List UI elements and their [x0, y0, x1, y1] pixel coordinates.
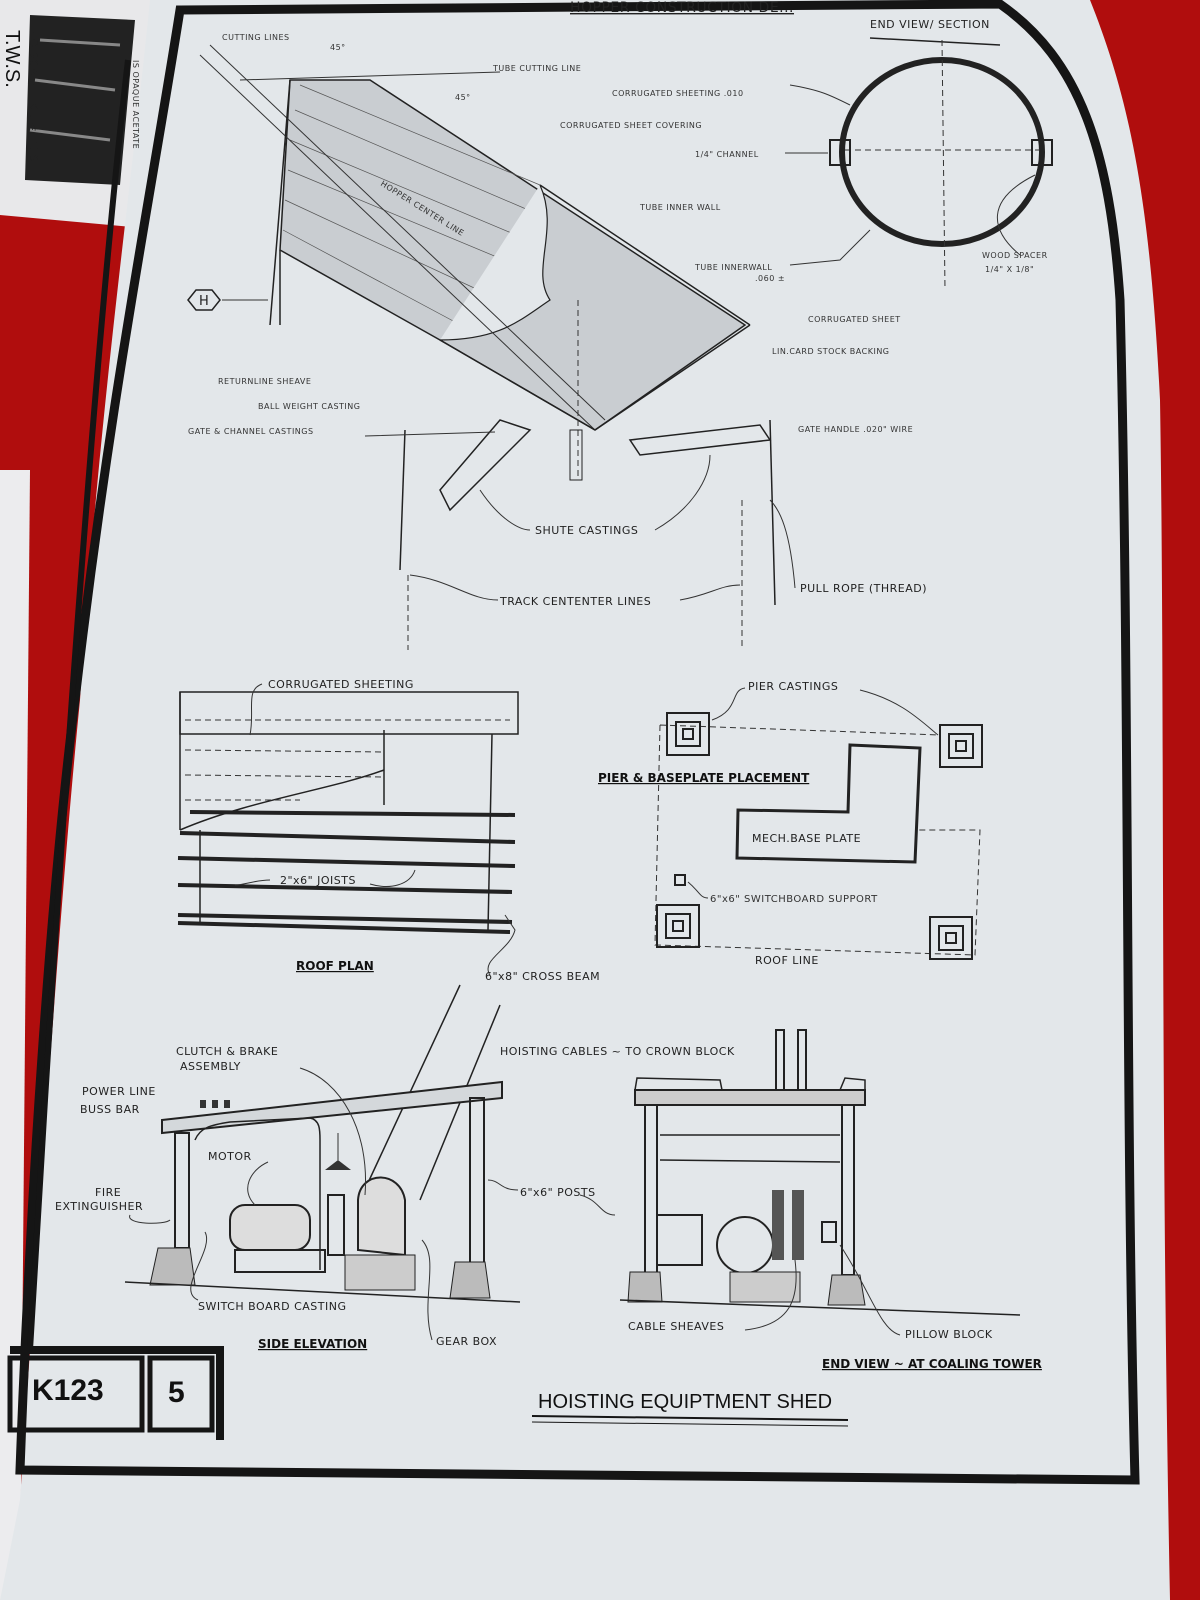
roof-plan-title: ROOF PLAN — [296, 959, 374, 973]
end-view-wood-spacer: WOOD SPACER — [982, 251, 1048, 260]
side-switchboard-casting: SWITCH BOARD CASTING — [198, 1300, 346, 1313]
side-hoisting-cables: HOISTING CABLES ~ TO CROWN BLOCK — [500, 1045, 735, 1058]
label-pull-rope: PULL ROPE (THREAD) — [800, 582, 927, 595]
sheet-border — [15, 0, 1140, 1485]
placement-switchboard-support: 6"x6" SWITCHBOARD SUPPORT — [710, 894, 878, 905]
hopper-drawing: H — [187, 44, 776, 650]
placement-roof-line: ROOF LINE — [755, 954, 819, 967]
side-elevation: CLUTCH & BRAKE ASSEMBLY POWER LINE BUSS … — [55, 984, 735, 1351]
coaling-end-view-title: END VIEW ~ AT COALING TOWER — [822, 1357, 1042, 1371]
label-track-center-lines: TRACK CENTENTER LINES — [499, 595, 651, 608]
page-number: 5 — [168, 1376, 185, 1409]
paper-sheet — [0, 0, 1170, 1600]
label-angle-top: 45° — [330, 43, 346, 52]
coaling-end-view: CABLE SHEAVES PILLOW BLOCK END VIEW ~ AT… — [619, 1029, 1042, 1371]
end-view-section: END VIEW/ SECTION CORRUGATED SHEETING .0… — [612, 18, 1053, 291]
placement-mech-base-plate: MECH.BASE PLATE — [752, 832, 861, 845]
title-block: K123 5 HOISTING EQUIPTMENT SHED — [7, 1346, 849, 1440]
back-sheet-photo — [25, 15, 135, 185]
coaling-cable-sheaves: CABLE SHEAVES — [628, 1320, 724, 1333]
placement-pier-castings: PIER CASTINGS — [748, 680, 838, 693]
end-view-title: END VIEW/ SECTION — [870, 18, 990, 31]
side-fire: FIRE — [95, 1186, 121, 1199]
header-partial-title: HOPPER CONSTRUCTION DE... — [570, 0, 794, 16]
label-return-line-sheave: RETURNLINE SHEAVE — [218, 377, 311, 386]
roof-plan: CORRUGATED SHEETING 2"x6" JOISTS 6"x8" C… — [177, 678, 600, 983]
side-clutch-brake-assembly: ASSEMBLY — [180, 1060, 241, 1073]
label-cutting-lines: CUTTING LINES — [222, 33, 290, 42]
side-buss-bar: BUSS BAR — [80, 1103, 140, 1116]
end-view-tube-inner-wall-dim: .060 ± — [755, 274, 785, 283]
roof-plan-corrugated-sheeting: CORRUGATED SHEETING — [268, 678, 414, 691]
side-gear-box: GEAR BOX — [436, 1335, 497, 1348]
label-tube-inner-wall: TUBE INNER WALL — [639, 203, 721, 212]
roof-plan-joists: 2"x6" JOISTS — [280, 874, 356, 887]
side-posts: 6"x6" POSTS — [520, 1186, 596, 1199]
kit-number: K123 — [32, 1374, 104, 1407]
back-sheet-partial-text: T.W.S. — [1, 30, 23, 88]
label-gate-channel-castings: GATE & CHANNEL CASTINGS — [188, 427, 314, 436]
side-elevation-title: SIDE ELEVATION — [258, 1337, 367, 1351]
label-corrugated-sheet-covering: CORRUGATED SHEET COVERING — [560, 121, 702, 130]
side-motor: MOTOR — [208, 1150, 252, 1163]
label-angle-45: 45° — [455, 93, 471, 102]
end-view-wood-spacer-dim: 1/4" X 1/8" — [985, 265, 1034, 274]
coaling-pillow-block: PILLOW BLOCK — [905, 1328, 993, 1341]
side-power-line: POWER LINE — [82, 1085, 156, 1098]
end-view-channel: 1/4" CHANNEL — [695, 150, 759, 159]
end-view-tube-inner-wall: TUBE INNERWALL — [694, 263, 772, 272]
side-extinguisher: EXTINGUISHER — [55, 1200, 143, 1213]
label-ball-weight-casting: BALL WEIGHT CASTING — [258, 402, 360, 411]
back-sheet-scale-text: HO SCALE - Kit #1116 — [27, 30, 40, 162]
end-view-corrugated-sheeting: CORRUGATED SHEETING .010 — [612, 89, 744, 98]
pier-placement: PIER CASTINGS PIER & BASEPLATE PLACEMENT… — [598, 680, 983, 967]
label-card-stock-backing: LIN.CARD STOCK BACKING — [772, 347, 890, 356]
label-shute-castings: SHUTE CASTINGS — [535, 524, 638, 537]
marker-h — [187, 289, 221, 311]
back-sheet-side-note: IS OPAQUE ACETATE — [131, 60, 140, 149]
label-tube-cutting-line: TUBE CUTTING LINE — [492, 64, 581, 73]
placement-title: PIER & BASEPLATE PLACEMENT — [598, 771, 810, 785]
side-clutch-brake: CLUTCH & BRAKE — [176, 1045, 278, 1058]
main-title: HOISTING EQUIPTMENT SHED — [538, 1391, 832, 1413]
hopper-marker-h: H — [199, 294, 209, 309]
label-gate-handle: GATE HANDLE .020" WIRE — [798, 425, 913, 434]
roof-plan-cross-beam: 6"x8" CROSS BEAM — [485, 970, 600, 983]
label-corrugated-sheet: CORRUGATED SHEET — [808, 315, 901, 324]
